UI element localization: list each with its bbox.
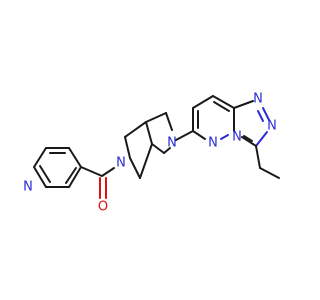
triazole-ring [233, 100, 270, 147]
bridgehead-n-label: N [232, 130, 242, 145]
pyrrolidine-n-label: N [167, 136, 177, 151]
carbonyl-linker [80, 166, 115, 199]
triazole-n2-label: N [267, 119, 277, 134]
molecule-structure: N O N N N N N N [23, 92, 280, 215]
carbonyl-o-label: O [98, 200, 108, 215]
molecule-diagram: N O N N N N N N [23, 92, 280, 215]
amide-n-label: N [116, 156, 126, 171]
pyridine-n-label: N [23, 180, 33, 195]
bicyclic-core [124, 112, 173, 179]
pyridazine-n-label: N [208, 136, 218, 151]
ethyl-group [255, 145, 280, 179]
atom-labels: N O N N N N N N [23, 92, 277, 215]
pyridazine-ring [175, 95, 235, 141]
triazole-n1-label: N [253, 92, 263, 107]
pyridine-ring [33, 147, 82, 188]
